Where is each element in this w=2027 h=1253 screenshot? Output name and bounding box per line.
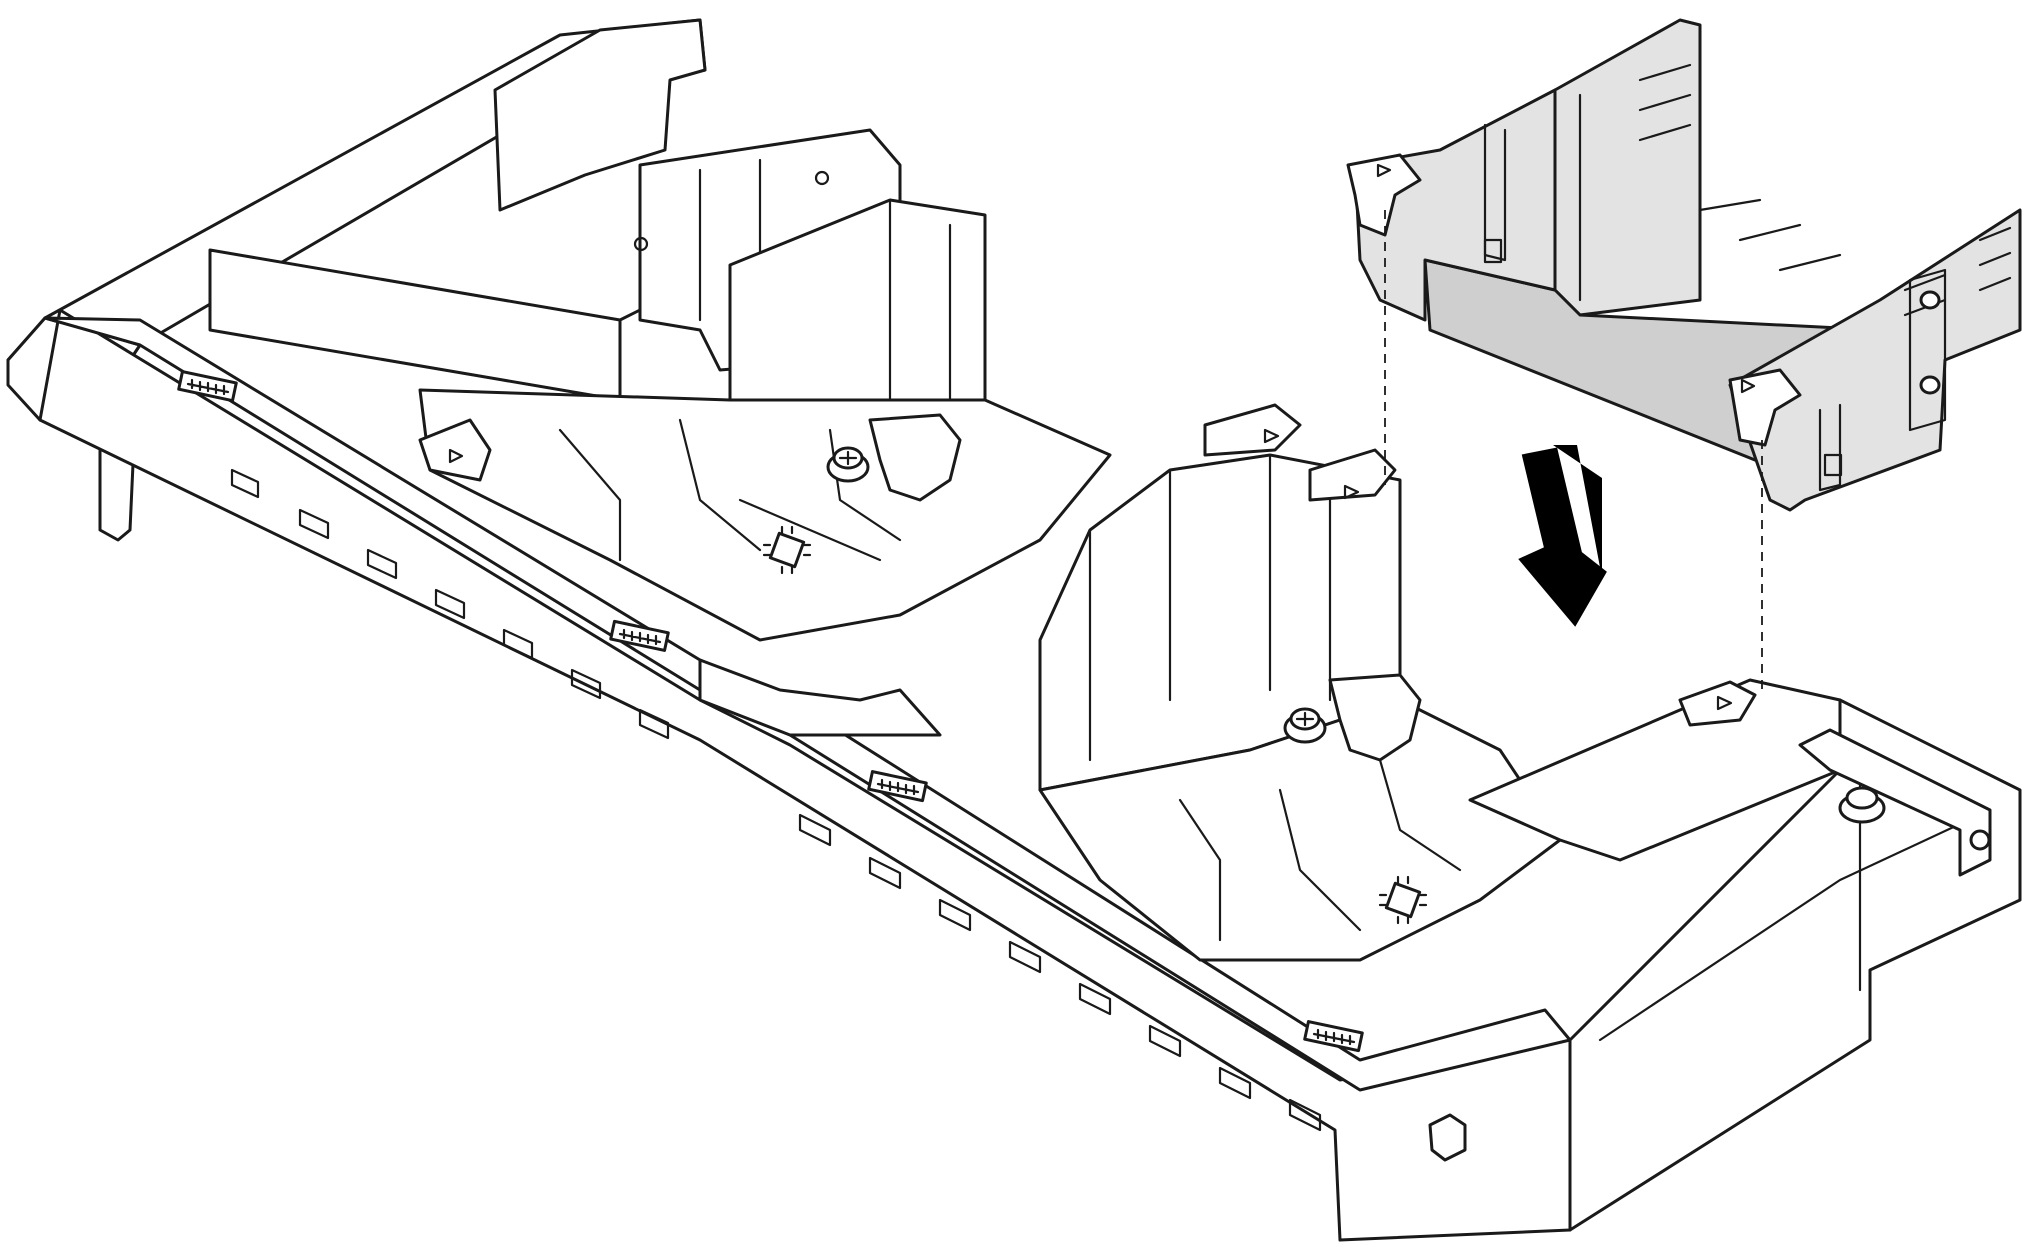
air-baffle-front-bevel bbox=[43, 316, 1572, 1092]
gpu-baffle-right-wall bbox=[1728, 208, 2022, 512]
processor-chip-icon-rear bbox=[762, 525, 812, 575]
thumbscrew-icon-front bbox=[1283, 707, 1327, 744]
upper-duct-roof bbox=[208, 248, 622, 402]
gpu-baffle-back-panel bbox=[1553, 18, 1702, 317]
bracket-clip-with-triangle-marker bbox=[1678, 680, 1757, 727]
air-baffle-assembly bbox=[6, 18, 2022, 1242]
gpu-baffle-left-tab bbox=[1346, 153, 1422, 237]
rear-latch bbox=[868, 413, 962, 502]
center-divider-bridge bbox=[698, 658, 942, 737]
connector-label-icon-3 bbox=[867, 770, 928, 803]
rear-wall-left bbox=[493, 18, 707, 212]
gpu-baffle-right-tab bbox=[1728, 368, 1802, 447]
tower-clip-with-triangle-marker-1 bbox=[1203, 403, 1302, 457]
front-latch bbox=[1328, 673, 1422, 762]
thumbscrew-icon-rear bbox=[826, 446, 870, 483]
processor-chip-icon-front bbox=[1378, 875, 1428, 925]
connector-label-icon-4 bbox=[1303, 1020, 1364, 1053]
right-handle bbox=[1798, 728, 1992, 877]
air-baffle-right-endcap bbox=[1568, 698, 2022, 1232]
down-arrow-icon bbox=[1518, 445, 1607, 627]
connector-label-icon-1 bbox=[177, 370, 238, 403]
front-corner-hook bbox=[1428, 1113, 1467, 1162]
rear-clip-with-triangle-marker bbox=[418, 418, 492, 482]
connector-label-icon-2 bbox=[609, 619, 670, 652]
front-vent-slots-left bbox=[230, 468, 670, 740]
gpu-air-baffle bbox=[1346, 18, 2022, 512]
front-vent-slots-right bbox=[798, 813, 1322, 1132]
